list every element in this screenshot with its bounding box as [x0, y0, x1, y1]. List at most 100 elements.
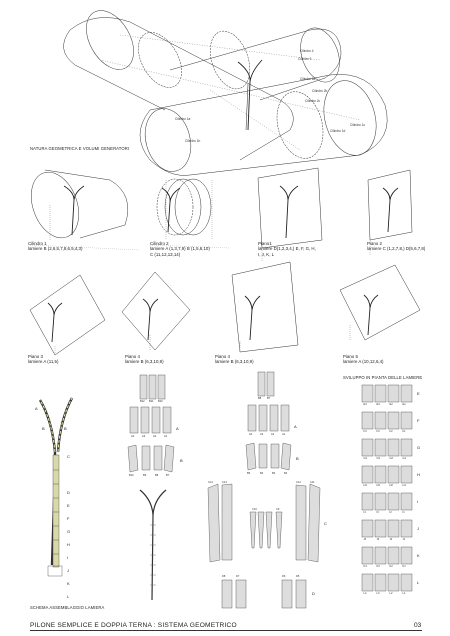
row2-caption-cylinder-2: Cilindro 2 lamiere A (1,3,7,9) B (1,5,6,…: [150, 241, 210, 257]
callout-label: Cilindro 1d: [330, 129, 345, 133]
caption-line: lamiere D(1,2,3,4,) E, F, G, H,: [258, 246, 316, 252]
part-code: B5: [247, 471, 251, 475]
footer-rule: [30, 630, 422, 631]
caption-line: Piano 2: [367, 241, 382, 246]
development-plate: [387, 384, 400, 403]
caption-line: Piano 4: [125, 354, 140, 359]
part-code: A4: [249, 432, 253, 436]
callout-label: Cilindro 1b: [185, 139, 200, 143]
parts-right-row-d: [221, 579, 307, 609]
assembly-letter: C: [67, 454, 70, 459]
development-plate: [400, 438, 413, 457]
development-plate: [400, 465, 413, 484]
row2-baseline: [29, 244, 231, 251]
development-row-letter: L: [417, 580, 420, 585]
part-group-letter: A: [176, 426, 179, 431]
development-plate: [387, 546, 400, 565]
assembly-pylon: [38, 397, 74, 577]
development-plate: [387, 519, 400, 538]
sheet-title: PILONE SEMPLICE E DOPPIA TERNA : SISTEMA…: [30, 622, 237, 629]
development-plate: [387, 573, 400, 592]
development-plate-code: H3: [377, 483, 381, 487]
part-code: B10: [158, 399, 163, 403]
caption-line: lamiere B (6,3,10,9): [215, 359, 254, 365]
parts-right-top: [257, 371, 275, 397]
development-plate: [387, 492, 400, 511]
development-plate-code: F1: [403, 429, 407, 433]
part-group-letter: D: [312, 591, 315, 596]
development-plate: [361, 573, 374, 592]
caption-line: Piano 4: [215, 354, 230, 359]
part-code: C11: [310, 480, 315, 484]
part-code: B9: [143, 473, 147, 477]
development-plate: [374, 573, 387, 592]
development-plate: [400, 492, 413, 511]
part-code: A1: [282, 432, 286, 436]
part-group-letter: B: [296, 456, 299, 461]
row2-caption-cylinder-1: Cilindro 1 lamiere B (2,6,5,7,8,6,5,4,3): [28, 241, 82, 252]
caption-line: I, J, K, L: [258, 251, 275, 257]
development-plate-code: F4: [364, 429, 368, 433]
callout-label: Cilindro 4: [300, 49, 314, 53]
development-caption: SVILUPPO IN PIANTA DELLE LAMIERE: [343, 375, 423, 380]
development-plate: [400, 411, 413, 430]
part-code: C10: [252, 507, 257, 511]
plane-4a-diagram: [121, 271, 191, 351]
assembly-letter: K: [67, 581, 70, 586]
part-code: B12: [140, 399, 145, 403]
row3-caption-plane-4a: Piano 4 lamiere B (6,3,10,9): [125, 354, 164, 365]
assembly-letter: H: [67, 542, 70, 547]
section1-label: NATURA GEOMETRICA E VOLUMI GENERATORI: [30, 146, 130, 151]
pylon-isometric-main: [237, 59, 263, 131]
development-plate-code: G2: [390, 456, 394, 460]
part-code: B2: [284, 471, 288, 475]
part-code: C9: [276, 507, 280, 511]
assembly-letter: L: [67, 594, 70, 599]
page-number: 03: [414, 622, 422, 629]
part-group-letter: A: [294, 424, 297, 429]
development-plate-code: L3: [377, 591, 380, 595]
plane-4b-diagram: [231, 261, 299, 353]
development-plate-code: I1: [403, 510, 406, 514]
part-code: D7: [236, 574, 240, 578]
cylinder-2-diagram: [156, 178, 213, 240]
assembly-letter: I: [67, 555, 68, 560]
development-plate-code: E1: [403, 402, 407, 406]
caption-line: lamiere B (6,3,10,9): [125, 359, 164, 365]
caption-line: lamiere A (10,12,6,4): [343, 359, 384, 365]
development-plate: [400, 519, 413, 538]
part-group-letter: C: [324, 521, 327, 526]
development-plate-code: H1: [403, 483, 407, 487]
row3-caption-plane-4b: Piano 4 lamiere B (6,3,10,9): [215, 354, 254, 365]
development-plate: [387, 465, 400, 484]
caption-line: C (11,12,13,14): [150, 251, 181, 257]
row3-caption-plane-3: Piano 3 lamiere A (11,5): [28, 354, 58, 365]
assembly-letter: A: [45, 410, 48, 415]
assembly-letter: J: [67, 568, 69, 573]
parts-left-row-b: [127, 444, 175, 473]
development-plate-code: L2: [390, 591, 393, 595]
part-code: B11: [149, 399, 154, 403]
caption-line: lamiere C (1,2,7,8,) D(5,6,7,8): [367, 246, 426, 252]
development-plate: [400, 384, 413, 403]
development-plate-code: G3: [377, 456, 381, 460]
development-plate: [361, 519, 374, 538]
development-row-letter: G: [417, 445, 420, 450]
part-code: A1: [164, 434, 168, 438]
part-code: C13: [222, 480, 227, 484]
development-plate-code: G4: [364, 456, 368, 460]
plane-2-diagram: [367, 169, 413, 255]
development-plate: [361, 438, 374, 457]
assembly-letter: B: [64, 426, 67, 431]
parts-left-text: B12 B11 B10 A4 A3 A2 A1 B10 B9 B8 B7: [129, 399, 170, 477]
caption-line: lamiere A (11,5): [28, 359, 59, 365]
development-plate: [361, 465, 374, 484]
development-plate-code: F2: [390, 429, 394, 433]
callout-label: Cilindro 2c: [305, 99, 320, 103]
row3-caption-plane-5: Piano 5 lamiere A (10,12,6,4): [343, 354, 384, 365]
development-plate-code: J2: [390, 537, 393, 541]
cylinder-1-diagram: [31, 169, 129, 240]
caption-line: Piano 5: [343, 354, 358, 359]
development-plate: [387, 438, 400, 457]
